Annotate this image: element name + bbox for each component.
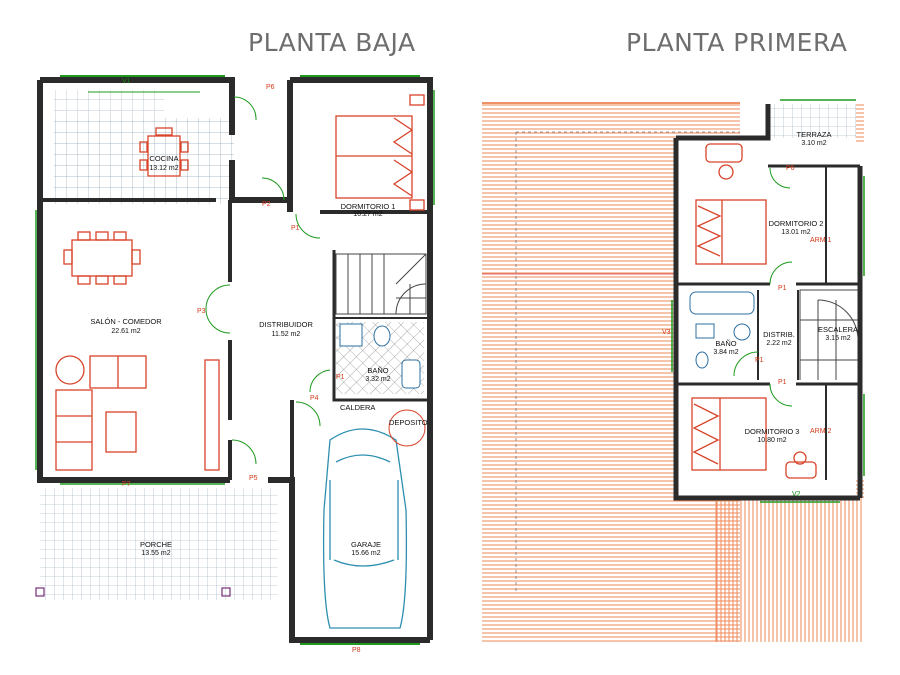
door-swing-p4 bbox=[295, 401, 321, 427]
door-swing-p3 bbox=[205, 284, 231, 334]
room-name-dormitorio-3: DORMITORIO 3 bbox=[745, 427, 800, 436]
room-name-porche: PORCHE bbox=[140, 540, 172, 549]
roof-south bbox=[716, 498, 864, 642]
first-floor-title: PLANTA PRIMERA bbox=[626, 28, 848, 57]
kitchen-tile-strip bbox=[54, 90, 164, 118]
label-p7: P7 bbox=[122, 481, 131, 488]
staircase-first bbox=[799, 289, 859, 380]
bed-dormitorio-2 bbox=[695, 143, 767, 265]
deposito-tank bbox=[388, 409, 426, 447]
label-p3: P3 bbox=[197, 308, 206, 315]
first-floor-plan bbox=[482, 99, 865, 642]
room-name-dormitorio-1: DORMITORIO 1 bbox=[341, 202, 396, 211]
room-area-dormitorio-2: 13.01 m2 bbox=[781, 229, 810, 236]
door-swing-p1-dorm2 bbox=[769, 261, 793, 285]
room-name-escalera: ESCALERA bbox=[818, 325, 858, 334]
bath-fixtures-first bbox=[689, 291, 755, 369]
door-swing-p1-bath bbox=[733, 351, 759, 377]
door-swing-p1-bedroom bbox=[295, 213, 321, 239]
label-p6-ground: P6 bbox=[266, 84, 275, 91]
label-p1-bedroom: P1 bbox=[291, 225, 300, 232]
room-area-escalera: 3.15 m2 bbox=[825, 335, 850, 342]
label-v2: V2 bbox=[792, 491, 801, 498]
door-swing-p2 bbox=[261, 177, 285, 201]
wall-first-outer-west bbox=[673, 104, 860, 501]
room-area-bano-first: 3.84 m2 bbox=[713, 349, 738, 356]
room-area-porche: 13.55 m2 bbox=[141, 550, 170, 557]
ground-floor-title: PLANTA BAJA bbox=[248, 28, 416, 57]
label-deposito: DEPOSITO bbox=[389, 418, 428, 427]
room-name-distrib: DISTRIB. bbox=[763, 330, 795, 339]
label-v3: V3 bbox=[662, 329, 671, 336]
door-swing-p1-bath bbox=[309, 369, 331, 393]
label-p2: P2 bbox=[262, 201, 271, 208]
room-area-dormitorio-1: 10.27 m2 bbox=[353, 211, 382, 218]
label-p1-bath: P1 bbox=[336, 374, 345, 381]
garage-car bbox=[322, 428, 408, 629]
room-name-dormitorio-2: DORMITORIO 2 bbox=[769, 219, 824, 228]
door-swing-p5 bbox=[231, 439, 257, 465]
label-p4: P4 bbox=[310, 395, 319, 402]
room-area-bano-ground: 3.32 m2 bbox=[365, 376, 390, 383]
kitchen-tile-floor bbox=[54, 118, 234, 204]
label-v1: V1 bbox=[122, 78, 131, 85]
roof-east-top bbox=[856, 102, 864, 142]
room-area-terraza: 3.10 m2 bbox=[801, 140, 826, 147]
room-area-dormitorio-3: 10.80 m2 bbox=[757, 437, 786, 444]
label-p1-dorm2: P1 bbox=[778, 285, 787, 292]
room-name-bano-ground: BAÑO bbox=[367, 366, 388, 375]
door-swing-p6 bbox=[233, 96, 257, 121]
porch-paving bbox=[40, 488, 278, 600]
room-area-distribuidor: 11.52 m2 bbox=[272, 331, 301, 338]
room-area-salon: 22.61 m2 bbox=[111, 328, 140, 335]
label-caldera: CALDERA bbox=[340, 403, 375, 412]
label-p8: P8 bbox=[352, 647, 361, 654]
roof-ridge-top bbox=[482, 102, 740, 104]
label-p1-dorm3: P1 bbox=[778, 379, 787, 386]
wall-garage bbox=[268, 477, 430, 643]
bed-dormitorio-3 bbox=[691, 397, 817, 479]
porch-post-right bbox=[221, 587, 231, 597]
room-area-distrib: 2.22 m2 bbox=[766, 340, 791, 347]
room-name-garaje: GARAJE bbox=[351, 540, 381, 549]
wall-bath-stair bbox=[332, 250, 430, 402]
label-p5: P5 bbox=[249, 475, 258, 482]
room-name-distribuidor: DISTRIBUIDOR bbox=[259, 320, 313, 329]
bed-dormitorio-1 bbox=[335, 94, 425, 211]
label-p1-bath-first: P1 bbox=[755, 357, 764, 364]
wall-east bbox=[290, 77, 433, 640]
label-p6-first: P6 bbox=[786, 165, 795, 172]
room-area-cocina: 13.12 m2 bbox=[149, 165, 178, 172]
door-swing-p6-first bbox=[769, 167, 791, 189]
dining-table bbox=[63, 231, 141, 285]
room-name-cocina: COCINA bbox=[149, 154, 178, 163]
room-name-salon: SALÓN - COMEDOR bbox=[90, 317, 162, 326]
staircase-ground bbox=[335, 253, 427, 315]
ground-floor-plan bbox=[35, 75, 435, 645]
porch-post-left bbox=[35, 587, 45, 597]
room-name-bano-first: BAÑO bbox=[715, 339, 736, 348]
bath-fixtures-ground bbox=[339, 323, 421, 389]
wall-west bbox=[37, 80, 230, 483]
kitchen-table bbox=[139, 127, 189, 177]
label-arm2: ARM 2 bbox=[810, 428, 832, 435]
door-swing-p1-dorm3 bbox=[769, 383, 793, 407]
living-sofas bbox=[55, 355, 220, 471]
label-arm1: ARM 1 bbox=[810, 237, 832, 244]
room-area-garaje: 15.66 m2 bbox=[351, 550, 380, 557]
room-name-terraza: TERRAZA bbox=[796, 130, 831, 139]
